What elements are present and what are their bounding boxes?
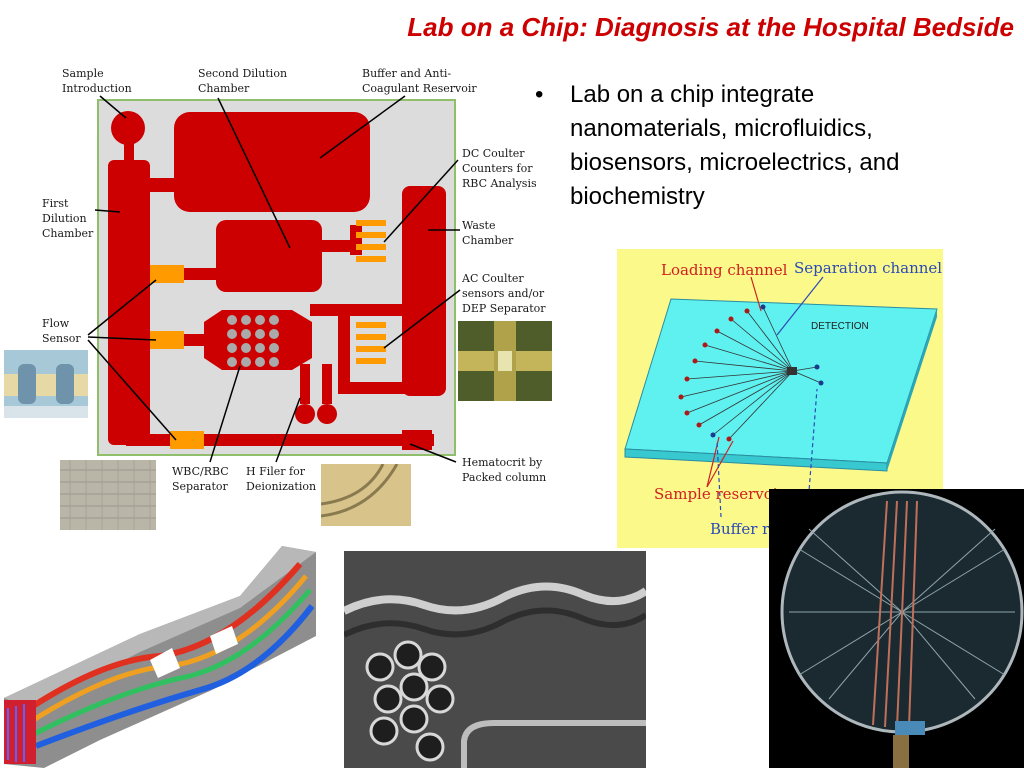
detection-window (787, 367, 797, 375)
label-loading-channel: Loading channel (661, 261, 788, 279)
microchannel-micrograph (344, 551, 646, 768)
flow-sensor-micrograph (4, 350, 88, 418)
cell-cluster (365, 640, 455, 762)
reservoir-dots-blue (710, 304, 824, 438)
callout-lines (87, 95, 461, 463)
channels (680, 306, 822, 440)
chip-schematic (87, 95, 461, 463)
capillary-chip-diagram (617, 249, 943, 548)
ac-coulter-micrograph (458, 321, 552, 401)
label-detection: DETECTION (811, 321, 869, 332)
central-channels (872, 500, 918, 728)
reservoir-dots-red (678, 308, 750, 442)
microfluidic-wafer-image (769, 489, 1024, 768)
flow-simulation-image (4, 546, 316, 768)
label-buffer-reservoir: Buffer and Anti-Coagulant Reservoir (362, 67, 477, 95)
slide-title: Lab on a Chip: Diagnosis at the Hospital… (407, 12, 1014, 42)
flow-sensors (150, 220, 386, 449)
bullet-dot: • (535, 81, 544, 108)
label-separation-channel: Separation channel (794, 259, 943, 277)
wbc-rbc-micrograph (60, 460, 156, 530)
bullet-item-1: Lab on a chip integrate nanomaterials, m… (570, 81, 900, 210)
label-sample-reservoirs: Sample reservoirs (654, 485, 793, 503)
separator-pillars (227, 315, 279, 367)
h-filter-micrograph (321, 464, 411, 526)
